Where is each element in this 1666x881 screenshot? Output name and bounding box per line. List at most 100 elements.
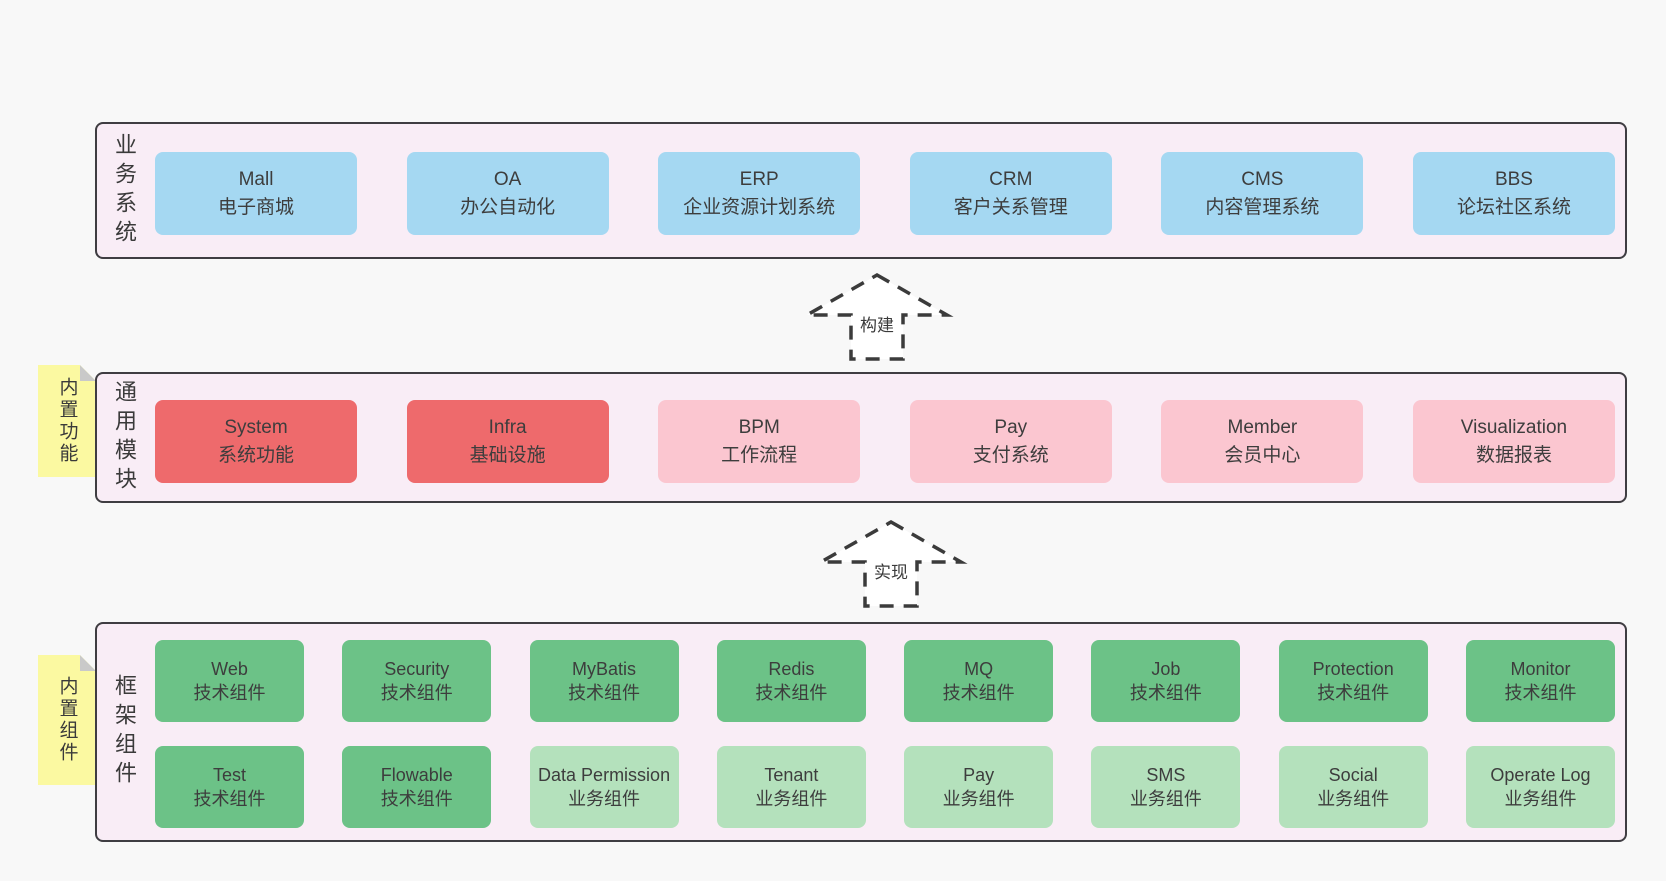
arrow-label: 构建 [860, 316, 894, 335]
node-security: Security 技术组件 [342, 640, 492, 722]
node-name: Operate Log [1490, 764, 1591, 785]
node-bpm: BPM 工作流程 [658, 400, 861, 483]
node-erp: ERP 企业资源计划系统 [658, 152, 861, 235]
layer-business-systems: 业务系统 Mall 电子商城 OA 办公自动化 ERP 企业资源计划系统 CRM… [95, 122, 1627, 259]
sticky-label: 内置功能 [56, 377, 78, 465]
arrow-build: 构建 [797, 271, 957, 363]
sticky-note-builtin-features: 内置功能 [38, 365, 96, 477]
up-arrow-icon [800, 272, 954, 361]
node-social: Social 业务组件 [1278, 746, 1428, 828]
node-desc: 技术组件 [755, 683, 828, 703]
arrow-label: 实现 [874, 563, 908, 582]
node-mq: MQ 技术组件 [904, 640, 1054, 722]
node-name: MyBatis [572, 658, 637, 679]
node-desc: 基础设施 [469, 444, 546, 466]
node-desc: 技术组件 [1504, 683, 1577, 703]
node-desc: 数据报表 [1475, 444, 1552, 466]
node-name: Tenant [764, 764, 819, 785]
node-desc: 办公自动化 [460, 196, 556, 218]
node-desc: 客户关系管理 [953, 196, 1068, 218]
node-name: BPM [738, 416, 780, 438]
node-flowable: Flowable 技术组件 [342, 746, 492, 828]
node-name: Member [1227, 416, 1298, 438]
node-name: Protection [1312, 658, 1394, 679]
layer-label: 业务系统 [112, 132, 137, 249]
node-test: Test 技术组件 [155, 746, 304, 828]
node-system: System 系统功能 [155, 400, 357, 483]
node-protection: Protection 技术组件 [1278, 640, 1428, 722]
node-desc: 会员中心 [1224, 444, 1301, 466]
node-desc: 技术组件 [193, 789, 266, 809]
node-job: Job 技术组件 [1091, 640, 1241, 722]
node-desc: 技术组件 [193, 683, 266, 703]
node-desc: 技术组件 [1129, 683, 1202, 703]
node-name: CMS [1241, 168, 1284, 190]
node-operate-log: Operate Log 业务组件 [1465, 746, 1615, 828]
node-desc: 技术组件 [568, 683, 641, 703]
node-desc: 技术组件 [1317, 683, 1390, 703]
business-box-row: Mall 电子商城 OA 办公自动化 ERP 企业资源计划系统 CRM 客户关系… [155, 152, 1615, 235]
node-monitor: Monitor 技术组件 [1465, 640, 1615, 722]
node-pay: Pay 支付系统 [909, 400, 1112, 483]
node-desc: 业务组件 [1504, 789, 1577, 809]
node-name: ERP [739, 168, 779, 190]
layer-framework-components: 框架组件 Web 技术组件 Security 技术组件 MyBatis 技术组件… [95, 622, 1627, 842]
node-sms: SMS 业务组件 [1091, 746, 1241, 828]
node-name: Pay [963, 764, 995, 785]
node-redis: Redis 技术组件 [716, 640, 866, 722]
node-desc: 业务组件 [755, 789, 828, 809]
node-tenant: Tenant 业务组件 [716, 746, 866, 828]
up-arrow-icon [814, 519, 968, 608]
node-desc: 业务组件 [1129, 789, 1202, 809]
node-name: Visualization [1460, 416, 1568, 438]
layer-common-modules: 通用模块 System 系统功能 Infra 基础设施 BPM 工作流程 Pay… [95, 372, 1627, 503]
node-desc: 企业资源计划系统 [683, 196, 836, 218]
layer-label: 框架组件 [112, 674, 137, 790]
node-name: Data Permission [538, 764, 671, 785]
node-oa: OA 办公自动化 [406, 152, 609, 235]
node-infra: Infra 基础设施 [406, 400, 609, 483]
node-desc: 技术组件 [380, 683, 453, 703]
node-bbs: BBS 论坛社区系统 [1412, 152, 1615, 235]
node-name: Pay [994, 416, 1028, 438]
node-desc: 技术组件 [942, 683, 1015, 703]
node-name: MQ [964, 658, 994, 679]
node-web: Web 技术组件 [155, 640, 304, 722]
node-desc: 业务组件 [568, 789, 641, 809]
node-name: Security [384, 658, 450, 679]
node-name: BBS [1494, 168, 1533, 190]
node-desc: 业务组件 [942, 789, 1015, 809]
framework-box-row-1: Web 技术组件 Security 技术组件 MyBatis 技术组件 Redi… [155, 640, 1615, 722]
node-desc: 内容管理系统 [1205, 196, 1320, 218]
node-desc: 工作流程 [721, 444, 798, 466]
node-crm: CRM 客户关系管理 [909, 152, 1112, 235]
node-name: Mall [238, 168, 274, 190]
node-name: Infra [488, 416, 527, 438]
node-desc: 业务组件 [1317, 789, 1390, 809]
node-desc: 电子商城 [217, 196, 294, 218]
node-name: Test [212, 764, 246, 785]
node-name: Web [211, 658, 248, 679]
node-name: SMS [1146, 764, 1186, 785]
framework-box-row-2: Test 技术组件 Flowable 技术组件 Data Permission … [155, 746, 1615, 828]
node-desc: 技术组件 [380, 789, 453, 809]
node-member: Member 会员中心 [1161, 400, 1364, 483]
node-mall: Mall 电子商城 [155, 152, 357, 235]
sticky-label: 内置组件 [56, 676, 78, 764]
node-name: OA [493, 168, 522, 190]
node-name: Redis [768, 658, 815, 679]
node-cms: CMS 内容管理系统 [1161, 152, 1364, 235]
node-name: System [224, 416, 288, 438]
node-desc: 论坛社区系统 [1456, 196, 1571, 218]
common-box-row: System 系统功能 Infra 基础设施 BPM 工作流程 Pay 支付系统… [155, 400, 1615, 483]
node-data-permission: Data Permission 业务组件 [529, 746, 679, 828]
node-pay-component: Pay 业务组件 [904, 746, 1054, 828]
node-desc: 支付系统 [972, 444, 1049, 466]
sticky-note-builtin-components: 内置组件 [38, 655, 96, 785]
arrow-implement: 实现 [811, 518, 971, 610]
node-name: Monitor [1510, 658, 1571, 679]
node-name: Flowable [380, 764, 453, 785]
node-name: Social [1328, 764, 1378, 785]
node-mybatis: MyBatis 技术组件 [529, 640, 679, 722]
